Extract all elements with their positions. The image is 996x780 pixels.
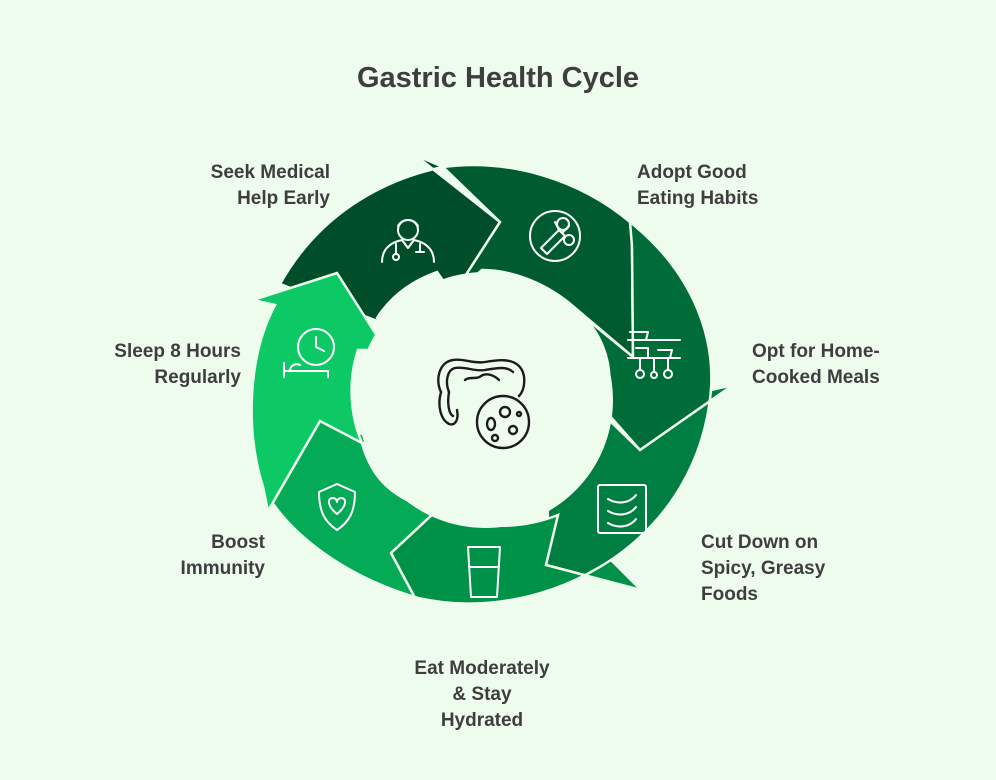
arrow-eating-habits bbox=[440, 163, 635, 360]
kitchen-utensils-icon bbox=[627, 331, 681, 379]
label-immunity: Boost Immunity bbox=[180, 532, 265, 579]
label-seek-medical: Seek Medical Help Early bbox=[210, 162, 330, 209]
label-sleep: Sleep 8 Hours Regularly bbox=[114, 341, 241, 388]
sleep-clock-icon bbox=[283, 328, 335, 378]
label-hydration: Eat Moderately & Stay Hydrated bbox=[414, 658, 550, 731]
arrow-sleep bbox=[248, 271, 389, 515]
chili-peppers-icon bbox=[597, 484, 647, 534]
label-home-cooked: Opt for Home- Cooked Meals bbox=[752, 341, 880, 388]
water-glass-icon bbox=[467, 546, 501, 598]
label-spicy-foods: Cut Down on Spicy, Greasy Foods bbox=[701, 532, 826, 605]
vegetables-plate-icon bbox=[529, 210, 581, 262]
center-circle bbox=[357, 272, 613, 528]
doctor-icon bbox=[381, 219, 435, 263]
label-eating-habits: Adopt Good Eating Habits bbox=[637, 162, 759, 209]
shield-heart-icon bbox=[318, 483, 356, 531]
intestine-bacteria-icon bbox=[437, 358, 531, 450]
diagram-title: Gastric Health Cycle bbox=[356, 62, 640, 94]
